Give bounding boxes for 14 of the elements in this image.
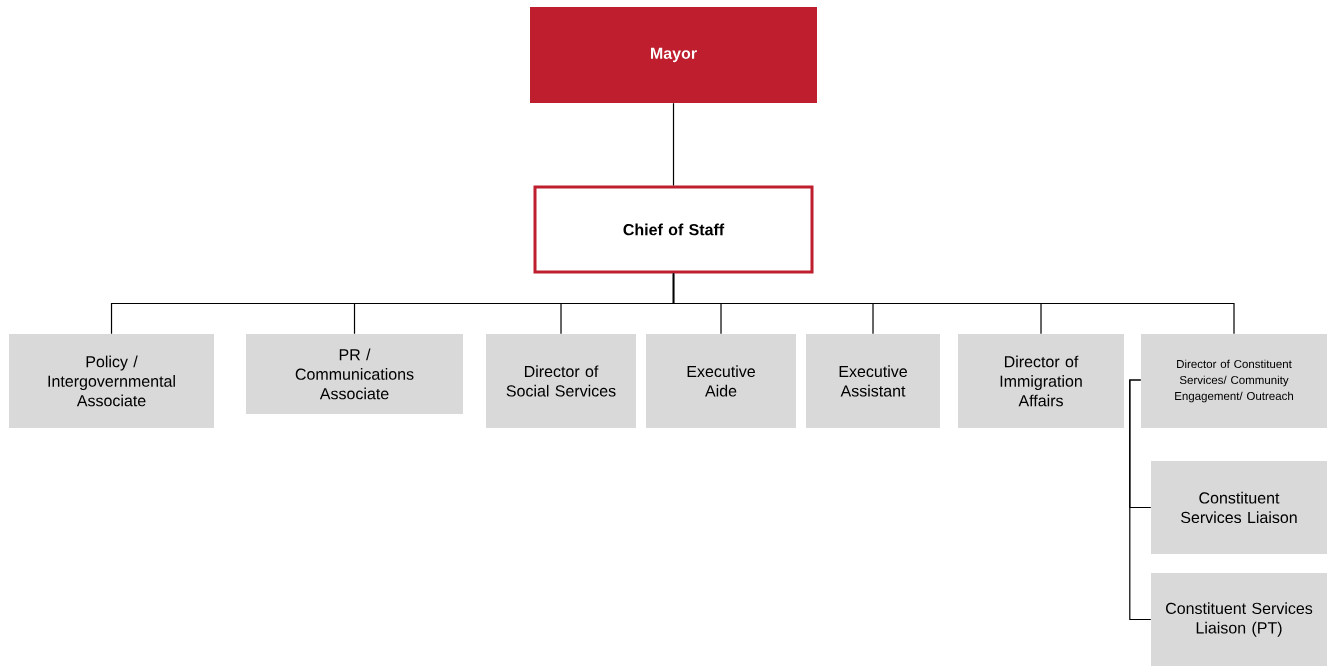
role-box: Director of Constituent Services/ Community Engagement/ Outreach xyxy=(1141,334,1327,428)
connector-line xyxy=(672,102,675,187)
mayor-box: Mayor xyxy=(530,7,817,103)
connector-line xyxy=(1129,379,1152,621)
role-box: Constituent Services Liaison xyxy=(1151,461,1327,554)
role-box: Executive Assistant xyxy=(806,334,940,428)
chief-box: Chief of Staff xyxy=(533,185,814,274)
role-box: Constituent Services Liaison (PT) xyxy=(1151,573,1327,666)
role-box: Executive Aide xyxy=(646,334,796,428)
connector-line xyxy=(672,272,1235,335)
role-box: Policy / Intergovernmental Associate xyxy=(9,334,214,428)
role-box: PR / Communications Associate xyxy=(246,334,463,414)
role-box: Director of Social Services xyxy=(486,334,636,428)
role-box: Director of Immigration Affairs xyxy=(958,334,1124,428)
